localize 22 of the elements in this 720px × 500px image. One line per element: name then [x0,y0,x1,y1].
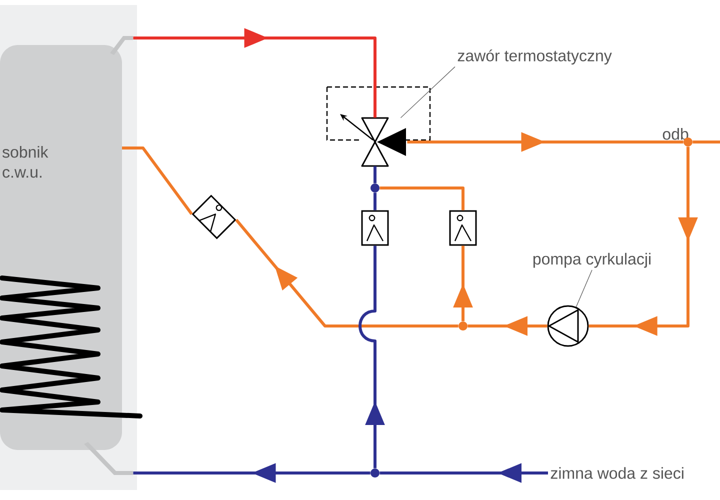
pipe [588,146,698,336]
pipe [374,192,376,210]
pipe [235,218,458,328]
label-text: pompa cyrkulacji [533,252,650,268]
label-text: odb [662,128,688,140]
pipe [133,28,376,118]
label-text: zimna woda z sieci [550,467,684,479]
junction-dot [370,184,380,192]
pipe [692,140,720,144]
thermostatic-valve [326,86,431,167]
label-text: zawór termostatyczny [458,49,612,65]
junction-dot [458,322,468,330]
storage-tank: sobnik c.w.u. [0,36,142,475]
pump-symbol [547,305,589,347]
junction-dot [370,468,380,478]
check-valve [449,210,477,246]
pipe [374,166,376,184]
leader-line [400,66,456,118]
pipe [122,146,193,216]
check-valve [361,210,389,246]
leader-line [576,270,592,308]
pipe [380,186,464,210]
